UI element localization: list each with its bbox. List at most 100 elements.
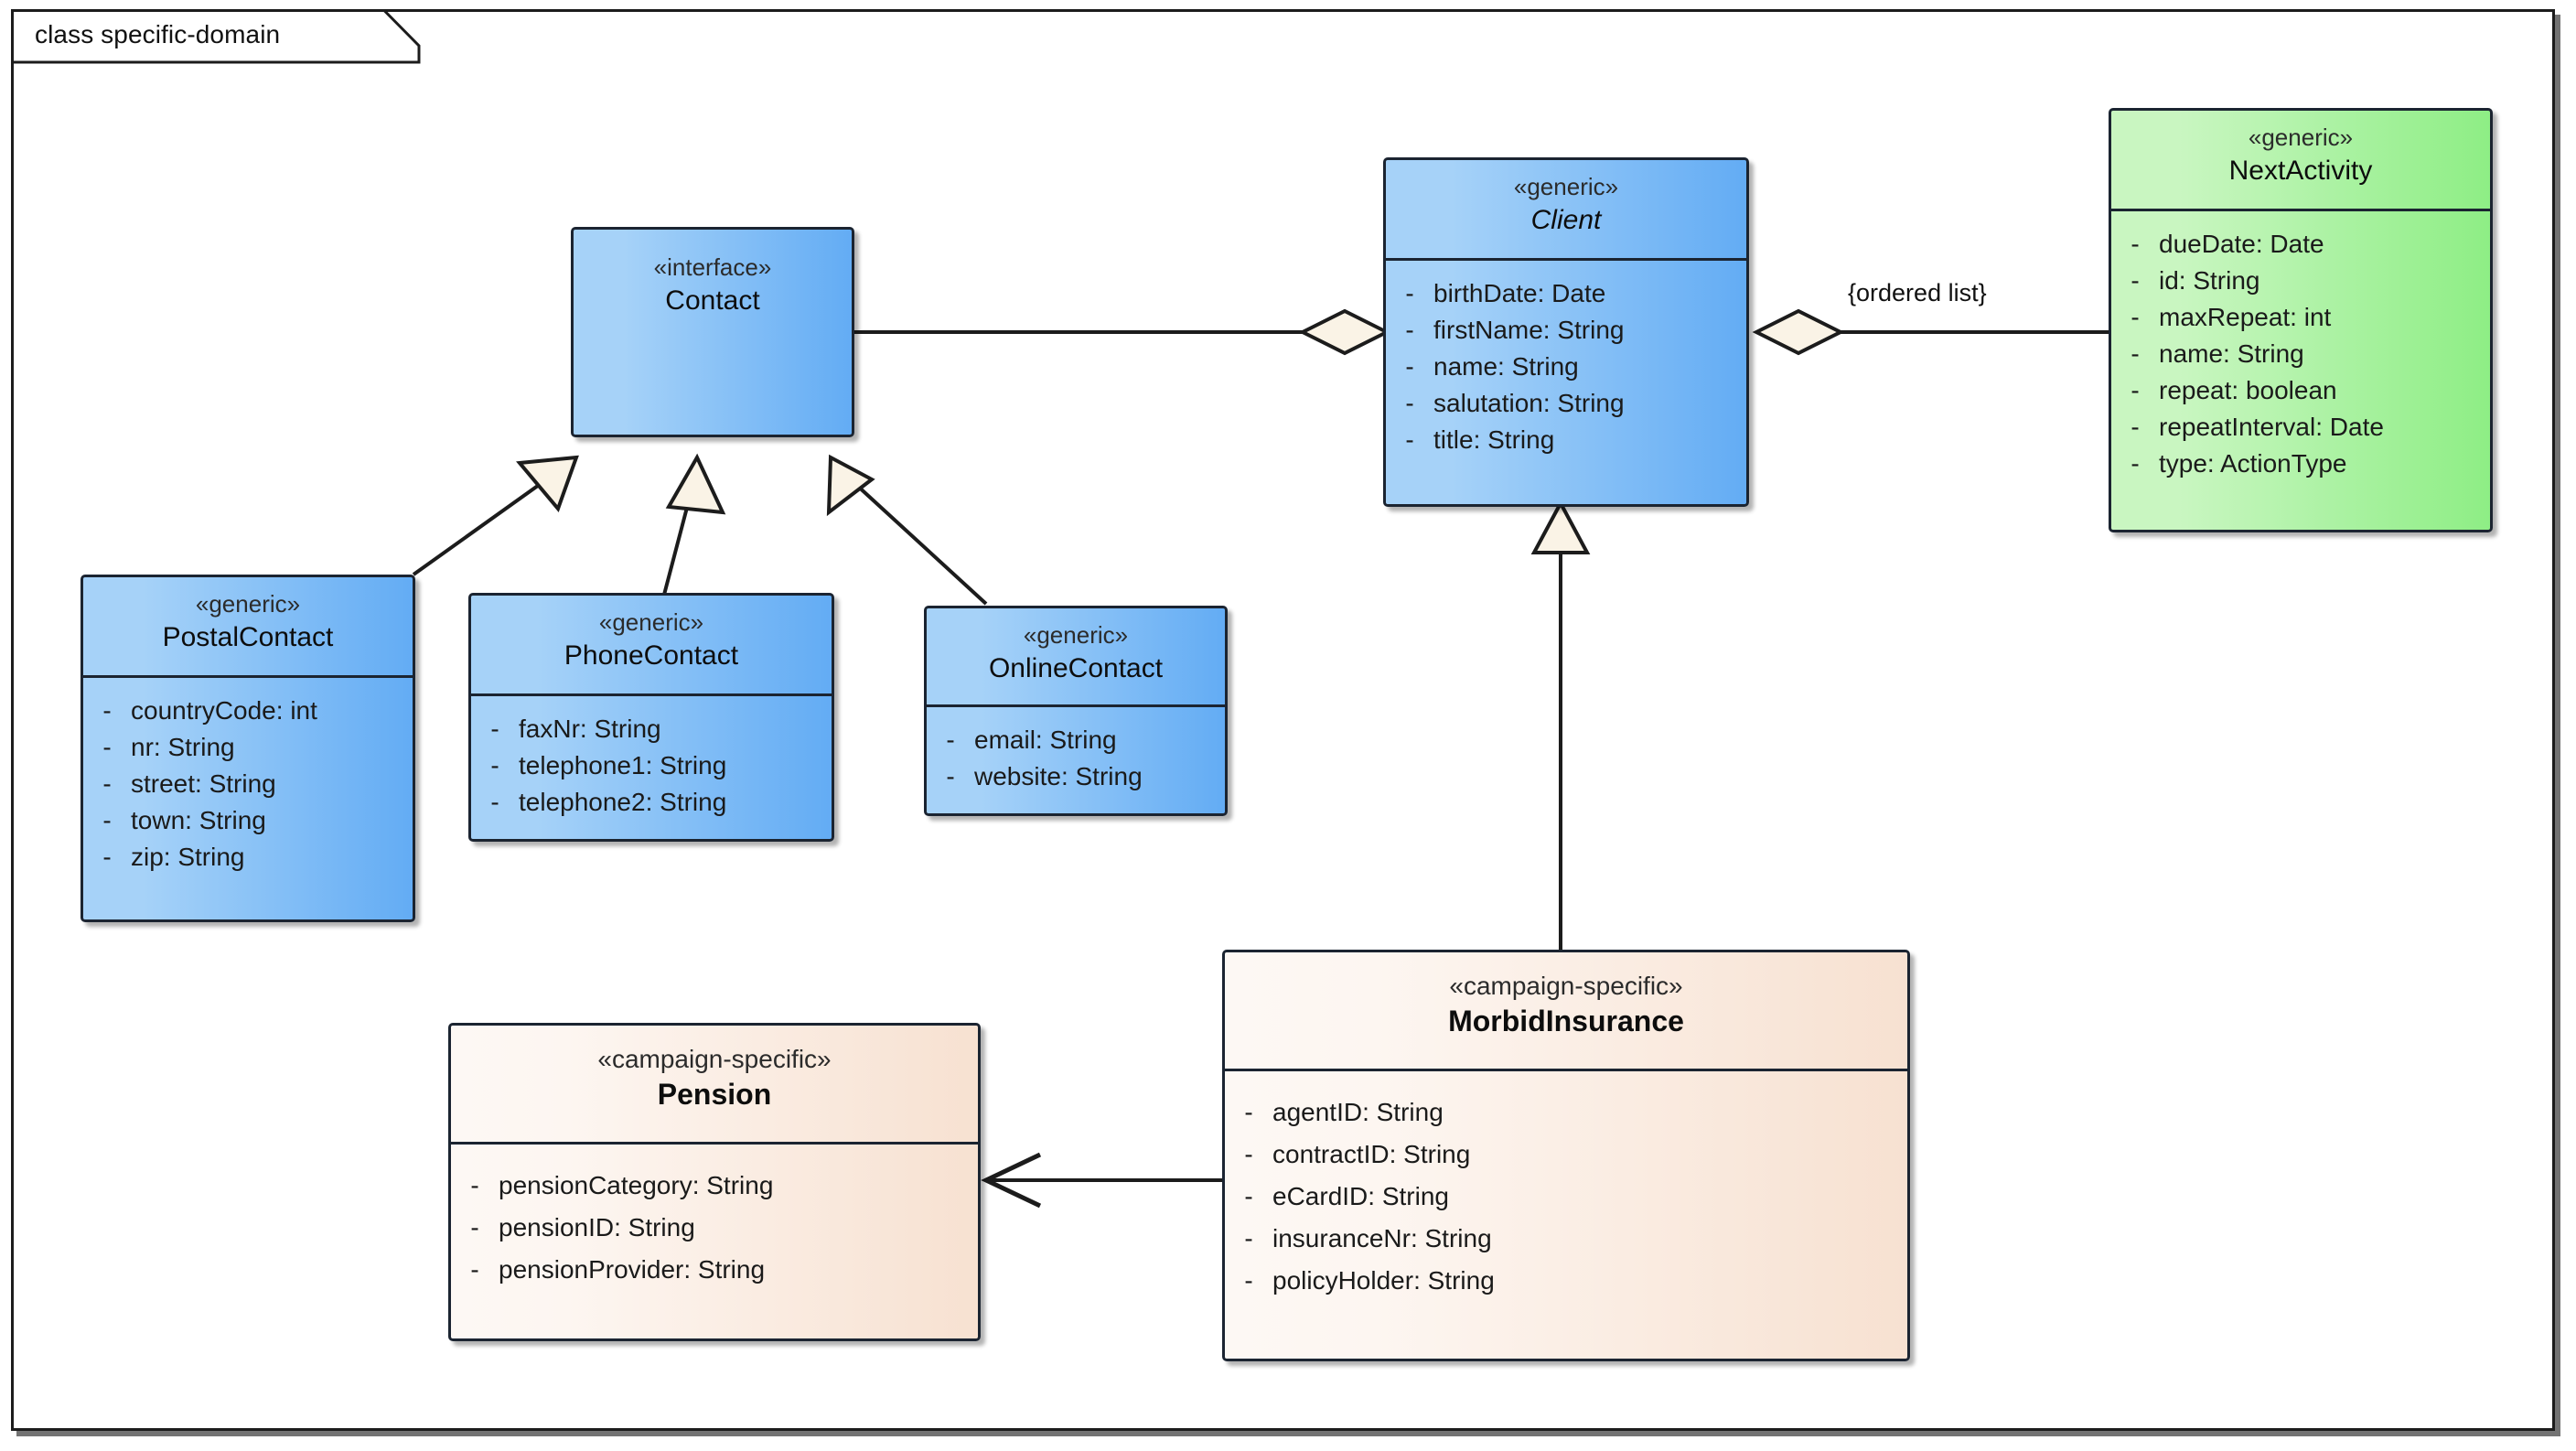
visibility-marker: - bbox=[470, 1255, 479, 1284]
visibility-marker: - bbox=[2131, 266, 2140, 295]
attribute-signature: website: String bbox=[974, 762, 1143, 790]
visibility-marker: - bbox=[1405, 316, 1414, 344]
classname-phonecontact: PhoneContact bbox=[564, 640, 739, 671]
visibility-marker: - bbox=[2131, 339, 2140, 368]
classname-client: Client bbox=[1530, 204, 1602, 235]
attribute-signature: email: String bbox=[974, 726, 1117, 754]
classname-postalcontact: PostalContact bbox=[162, 621, 334, 652]
attribute-signature: policyHolder: String bbox=[1272, 1266, 1495, 1295]
class-node-contact[interactable]: «interface» Contact bbox=[571, 227, 854, 437]
class-node-morbidinsurance[interactable]: «campaign-specific» MorbidInsurance - ag… bbox=[1222, 950, 1910, 1361]
visibility-marker: - bbox=[1405, 279, 1414, 307]
attribute-list-phonecontact: - faxNr: String - telephone1: String - t… bbox=[471, 696, 832, 833]
attribute-row: - pensionCategory: String bbox=[451, 1165, 978, 1207]
node-header-postalcontact: «generic» PostalContact bbox=[83, 577, 413, 678]
stereotype-postalcontact: «generic» bbox=[195, 590, 301, 618]
attribute-signature: telephone2: String bbox=[519, 788, 727, 816]
class-node-client[interactable]: «generic» Client - birthDate: Date - fir… bbox=[1383, 157, 1749, 507]
attribute-signature: eCardID: String bbox=[1272, 1182, 1449, 1210]
attribute-signature: birthDate: Date bbox=[1433, 279, 1606, 307]
attribute-signature: name: String bbox=[2159, 339, 2304, 368]
attribute-signature: id: String bbox=[2159, 266, 2260, 295]
stereotype-onlinecontact: «generic» bbox=[1023, 621, 1129, 649]
attribute-list-client: - birthDate: Date - firstName: String - … bbox=[1386, 261, 1746, 471]
visibility-marker: - bbox=[1244, 1182, 1253, 1210]
attribute-signature: town: String bbox=[131, 806, 266, 834]
attribute-row: - repeat: boolean bbox=[2111, 372, 2490, 409]
node-header-phonecontact: «generic» PhoneContact bbox=[471, 596, 832, 696]
attribute-signature: nr: String bbox=[131, 733, 235, 761]
attribute-row: - faxNr: String bbox=[471, 711, 832, 747]
class-node-postalcontact[interactable]: «generic» PostalContact - countryCode: i… bbox=[80, 575, 415, 922]
visibility-marker: - bbox=[490, 715, 499, 743]
edge-label-ordered-list: {ordered list} bbox=[1848, 279, 1987, 306]
classname-onlinecontact: OnlineContact bbox=[988, 652, 1164, 683]
visibility-marker: - bbox=[470, 1171, 479, 1199]
class-node-nextactivity[interactable]: «generic» NextActivity - dueDate: Date -… bbox=[2109, 108, 2493, 532]
frame-name-tab: class specific-domain bbox=[11, 9, 421, 64]
visibility-marker: - bbox=[946, 726, 955, 754]
attribute-row: - maxRepeat: int bbox=[2111, 299, 2490, 336]
visibility-marker: - bbox=[490, 751, 499, 779]
attribute-signature: telephone1: String bbox=[519, 751, 727, 779]
attribute-signature: countryCode: int bbox=[131, 696, 317, 725]
attribute-row: - policyHolder: String bbox=[1225, 1260, 1907, 1302]
attribute-row: - contractID: String bbox=[1225, 1134, 1907, 1176]
attribute-signature: pensionCategory: String bbox=[499, 1171, 774, 1199]
visibility-marker: - bbox=[102, 733, 112, 761]
node-header-nextactivity: «generic» NextActivity bbox=[2111, 111, 2490, 211]
attribute-row: - salutation: String bbox=[1386, 385, 1746, 422]
visibility-marker: - bbox=[102, 843, 112, 871]
attribute-signature: type: ActionType bbox=[2159, 449, 2347, 478]
attribute-row: - zip: String bbox=[83, 839, 413, 876]
attribute-row: - website: String bbox=[927, 758, 1225, 795]
visibility-marker: - bbox=[1405, 352, 1414, 381]
visibility-marker: - bbox=[102, 806, 112, 834]
visibility-marker: - bbox=[470, 1213, 479, 1241]
attribute-row: - pensionID: String bbox=[451, 1207, 978, 1249]
visibility-marker: - bbox=[490, 788, 499, 816]
visibility-marker: - bbox=[1405, 425, 1414, 454]
stereotype-client: «generic» bbox=[1513, 173, 1619, 200]
stereotype-nextactivity: «generic» bbox=[2248, 124, 2354, 151]
attribute-signature: insuranceNr: String bbox=[1272, 1224, 1492, 1252]
attribute-signature: contractID: String bbox=[1272, 1140, 1471, 1168]
visibility-marker: - bbox=[1244, 1224, 1253, 1252]
attribute-list-morbidinsurance: - agentID: String - contractID: String -… bbox=[1225, 1071, 1907, 1315]
attribute-row: - telephone2: String bbox=[471, 784, 832, 821]
attribute-row: - title: String bbox=[1386, 422, 1746, 458]
attribute-row: - firstName: String bbox=[1386, 312, 1746, 349]
node-header-client: «generic» Client bbox=[1386, 160, 1746, 261]
node-header-pension: «campaign-specific» Pension bbox=[451, 1026, 978, 1145]
stereotype-pension: «campaign-specific» bbox=[597, 1045, 832, 1073]
attribute-signature: name: String bbox=[1433, 352, 1579, 381]
frame-name-label: class specific-domain bbox=[35, 20, 281, 48]
attribute-row: - town: String bbox=[83, 802, 413, 839]
attribute-signature: salutation: String bbox=[1433, 389, 1625, 417]
attribute-row: - id: String bbox=[2111, 263, 2490, 299]
attribute-row: - dueDate: Date bbox=[2111, 226, 2490, 263]
node-header-onlinecontact: «generic» OnlineContact bbox=[927, 608, 1225, 707]
visibility-marker: - bbox=[102, 769, 112, 798]
class-node-phonecontact[interactable]: «generic» PhoneContact - faxNr: String -… bbox=[468, 593, 834, 842]
attribute-list-postalcontact: - countryCode: int - nr: String - street… bbox=[83, 678, 413, 888]
node-header-morbidinsurance: «campaign-specific» MorbidInsurance bbox=[1225, 952, 1907, 1071]
attribute-signature: title: String bbox=[1433, 425, 1555, 454]
class-node-pension[interactable]: «campaign-specific» Pension - pensionCat… bbox=[448, 1023, 981, 1341]
attribute-signature: faxNr: String bbox=[519, 715, 661, 743]
visibility-marker: - bbox=[2131, 413, 2140, 441]
attribute-signature: firstName: String bbox=[1433, 316, 1625, 344]
visibility-marker: - bbox=[1405, 389, 1414, 417]
attribute-signature: pensionID: String bbox=[499, 1213, 695, 1241]
attribute-row: - repeatInterval: Date bbox=[2111, 409, 2490, 446]
attribute-row: - telephone1: String bbox=[471, 747, 832, 784]
class-node-onlinecontact[interactable]: «generic» OnlineContact - email: String … bbox=[924, 606, 1228, 816]
attribute-row: - type: ActionType bbox=[2111, 446, 2490, 482]
attribute-row: - eCardID: String bbox=[1225, 1176, 1907, 1218]
attribute-signature: agentID: String bbox=[1272, 1098, 1444, 1126]
visibility-marker: - bbox=[2131, 449, 2140, 478]
attribute-signature: pensionProvider: String bbox=[499, 1255, 766, 1284]
attribute-row: - nr: String bbox=[83, 729, 413, 766]
attribute-signature: street: String bbox=[131, 769, 276, 798]
